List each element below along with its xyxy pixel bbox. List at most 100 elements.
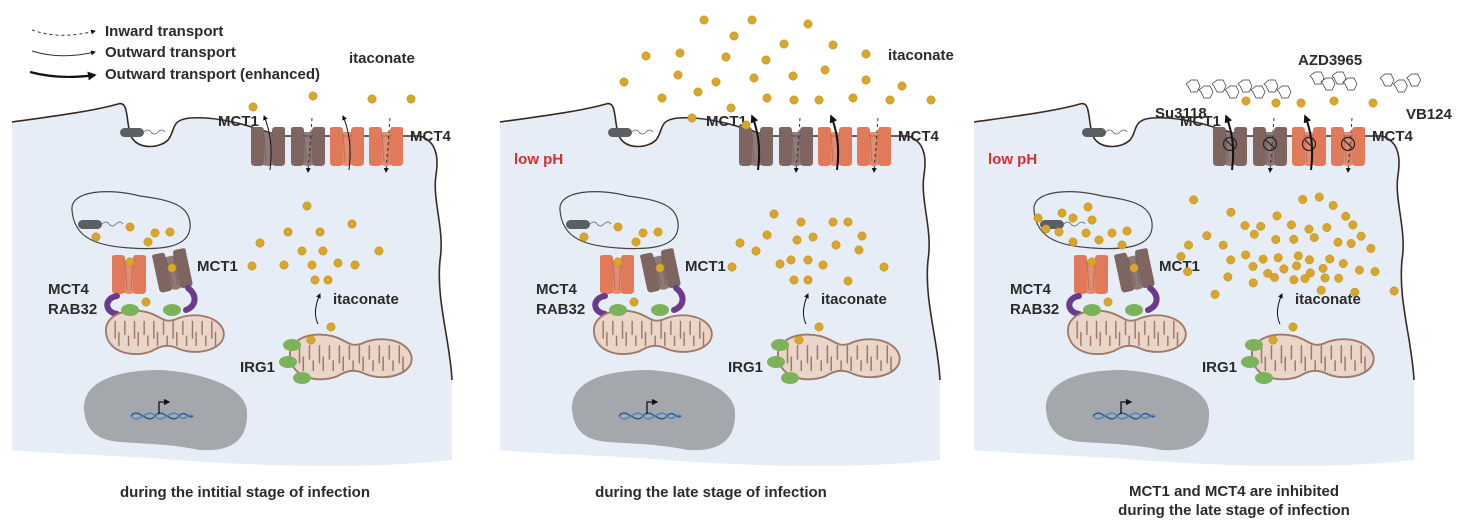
dna-strand	[130, 412, 194, 420]
itaconate-molecule	[653, 227, 663, 237]
itaconate-molecule	[762, 230, 772, 240]
mct4-transporter-subunit	[839, 127, 853, 166]
itaconate-molecule	[308, 91, 318, 101]
mct1-transporter	[778, 127, 814, 166]
rab32-protein	[1145, 285, 1160, 313]
itaconate-molecule	[879, 262, 889, 272]
itaconate-molecule	[803, 275, 813, 285]
itaconate-molecule	[1298, 195, 1308, 204]
itaconate-molecule	[655, 263, 665, 273]
inhibited-icon	[1262, 136, 1278, 152]
phagosome	[559, 191, 679, 250]
itaconate-molecule	[1189, 195, 1199, 205]
mitochondrion-cristae	[786, 344, 892, 372]
itaconate-molecule	[1322, 223, 1332, 233]
itaconate-molecule	[861, 49, 871, 59]
production-arrow	[1276, 293, 1283, 325]
bacterium-icon	[120, 128, 144, 137]
chemical-structure-icon	[1379, 73, 1422, 93]
su3118-structure	[1185, 79, 1292, 99]
mitochondrion	[105, 309, 225, 355]
itaconate-molecule	[814, 95, 824, 105]
low-ph-label: low pH	[988, 151, 1037, 168]
low-ph-label: low pH	[514, 151, 563, 168]
mct4-transporter-subunit	[878, 127, 892, 166]
bacterium-icon	[566, 220, 590, 229]
itaconate-molecule	[283, 227, 293, 237]
itaconate-molecule	[1305, 255, 1314, 265]
legend-label: Outward transport (enhanced)	[105, 66, 320, 83]
itaconate-molecule	[848, 93, 858, 103]
organelle-label-irg1: IRG1	[728, 359, 763, 376]
itaconate-molecule	[1057, 208, 1067, 218]
itaconate-molecule	[775, 259, 785, 269]
itaconate-molecule	[1304, 224, 1314, 234]
phagosomal-mct4	[599, 255, 635, 294]
itaconate-molecule	[1226, 207, 1236, 217]
phagosome	[1033, 191, 1153, 250]
mct4-transporter-subunit	[1330, 127, 1344, 166]
phagosomal-mct4	[1073, 255, 1109, 294]
mct1-transporter-groove	[791, 133, 801, 163]
outward-transport-arrow	[342, 115, 351, 171]
protein-blob	[651, 304, 669, 316]
mitochondrion	[289, 333, 413, 381]
itaconate-molecule	[1202, 231, 1212, 241]
inhibitor-label-su3118: Su3118	[1155, 105, 1207, 122]
itaconate-molecule	[751, 246, 761, 256]
dna-strand	[618, 412, 682, 420]
mct1-transporter-subunit	[1212, 127, 1226, 166]
panel-caption: MCT1 and MCT4 are inhibited	[1129, 483, 1339, 500]
panel-initial: MCT1MCT4itaconateMCT4RAB32MCT1itaconateI…	[11, 50, 453, 501]
rab32-protein	[1066, 293, 1082, 317]
inhibited-icon	[1340, 136, 1356, 152]
inhibitor-label-vb124: VB124	[1406, 106, 1453, 123]
protein-blob	[293, 372, 311, 384]
itaconate-molecule	[1184, 240, 1193, 250]
itaconate-molecule	[1305, 268, 1315, 278]
itaconate-molecule	[1122, 226, 1132, 236]
phagosomal-mct1-subunit	[173, 248, 193, 288]
itaconate-molecule	[1356, 231, 1366, 241]
mct4-transporter-subunit	[368, 127, 382, 166]
protein-blob	[283, 339, 301, 351]
legend-item-inward: Inward transport	[31, 23, 223, 40]
protein-blob	[1255, 372, 1273, 384]
itaconate-molecule	[897, 81, 907, 91]
itaconate-molecule	[374, 246, 384, 256]
flagellum	[1105, 129, 1128, 135]
itaconate-molecule	[1314, 192, 1324, 202]
rab32-protein	[671, 285, 686, 313]
phagosomal-mct1-groove	[1127, 257, 1141, 287]
mct1-transporter-subunit	[261, 132, 275, 166]
itaconate-molecule	[1288, 322, 1298, 332]
itaconate-molecule	[629, 297, 639, 307]
rab32-protein	[104, 293, 120, 317]
itaconate-molecule	[1341, 211, 1351, 221]
cell-membrane	[973, 102, 1415, 381]
chemical-structure-icon	[1185, 79, 1292, 99]
mitochondrion-outer	[777, 333, 901, 381]
itaconate-molecule	[818, 260, 828, 270]
organelle-label-mct4: MCT4	[1010, 281, 1051, 298]
nucleus	[83, 370, 248, 451]
intracellular-itaconate-label: itaconate	[1295, 291, 1361, 308]
itaconate-molecule	[1183, 267, 1193, 277]
itaconate-molecule	[789, 95, 799, 105]
flagellum	[1063, 221, 1086, 227]
mitochondrion-outer	[289, 333, 413, 381]
itaconate-molecule	[1256, 221, 1266, 231]
itaconate-molecule	[638, 228, 648, 238]
itaconate-molecule	[1248, 278, 1258, 288]
protein-blob	[1125, 304, 1143, 316]
itaconate-molecule	[1210, 289, 1220, 299]
itaconate-molecule	[794, 335, 804, 345]
mct1-transporter-subunit	[789, 132, 803, 166]
itaconate-molecule	[318, 246, 328, 256]
itaconate-molecule	[613, 257, 623, 267]
mct1-transporter-subunit	[312, 127, 326, 166]
itaconate-molecule	[125, 257, 135, 267]
phagosomal-mct1-subunit	[1114, 252, 1134, 293]
